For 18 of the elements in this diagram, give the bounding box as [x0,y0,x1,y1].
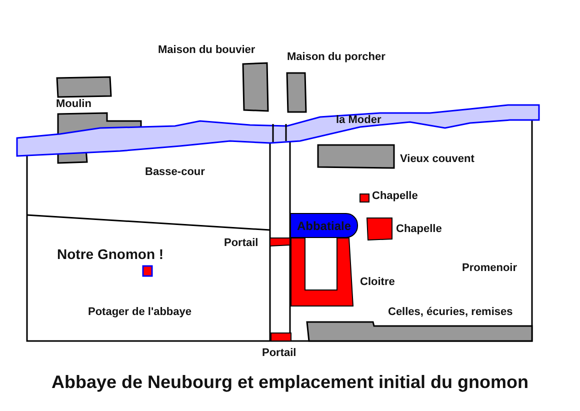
building-label: Chapelle [372,190,418,203]
caption: Abbaye de Neubourg et emplacement initial du gnomon [50,372,530,393]
building-label: Cloitre [360,276,395,289]
building-label: Maison du porcher [287,51,386,64]
building-label: Maison du bouvier [158,44,256,57]
church-shape [290,213,358,238]
area-label: Basse-cour [145,166,205,179]
building-label: Chapelle [396,223,442,236]
church-label: Abbatiale [296,218,351,232]
building-label: Celles, écuries, remises [388,306,513,319]
building-label: Moulin [56,98,92,111]
area-label: Promenoir [462,262,518,275]
gnomon-label: Notre Gnomon ! [57,246,164,262]
gate-label: Portail [224,237,258,250]
area-label: Potager de l'abbaye [88,306,192,319]
river-label: la Moder [336,114,382,127]
building-label: Vieux couvent [400,153,474,166]
gate-label: Portail [262,347,296,360]
